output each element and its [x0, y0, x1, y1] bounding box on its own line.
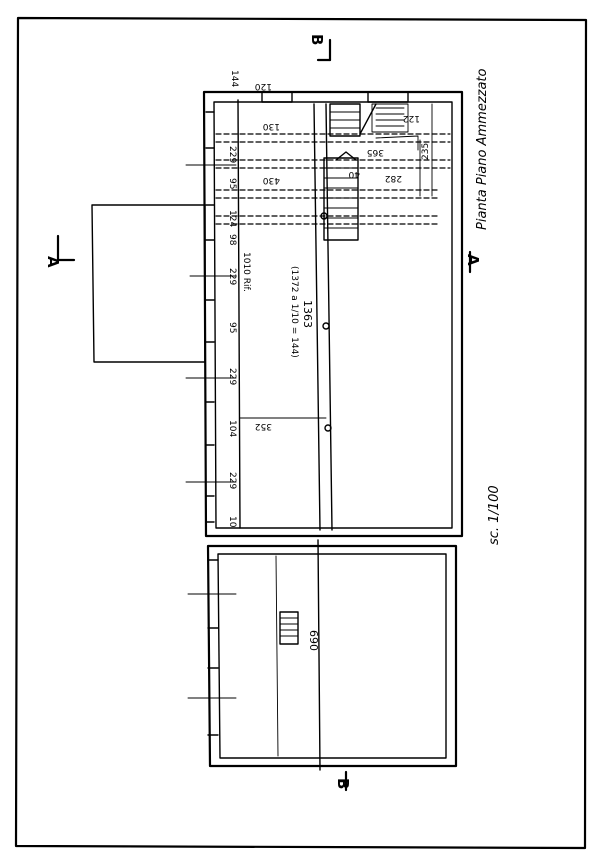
dim-text: 282	[385, 173, 402, 183]
dim-text: 95	[227, 178, 237, 189]
left-windows	[205, 111, 219, 736]
top-window	[261, 91, 293, 103]
lower-wall-inner	[217, 553, 447, 759]
dim-text: 40	[348, 169, 360, 179]
drawing-title: Pianta Piano Ammezzato	[475, 68, 490, 230]
main-stair	[323, 151, 359, 241]
dim-text: 104	[227, 420, 237, 437]
section-b-top-mark	[316, 38, 332, 62]
dim-text: 690	[307, 630, 320, 651]
dim-text: 124	[227, 210, 237, 227]
lower-wall-outer	[206, 544, 458, 768]
dim-365-bracket	[375, 135, 419, 151]
section-a-top-label: A	[44, 256, 62, 268]
lower-dim-line	[317, 539, 321, 771]
section-a-top-mark	[56, 234, 76, 262]
lower-stair	[279, 611, 299, 645]
dim-text: 235	[421, 143, 431, 160]
section-b-top-label: B	[308, 34, 326, 45]
dim-text: 98	[227, 234, 237, 246]
dim-line-center	[313, 103, 321, 531]
dim-node	[322, 322, 330, 330]
dim-text: 430	[263, 175, 280, 185]
drawing-scale: sc. 1/100	[487, 485, 502, 545]
dim-text: 1363	[301, 300, 314, 328]
dim-text: 229	[227, 368, 237, 385]
dim-text: 120	[255, 81, 272, 91]
dim-text: 1010 Rif.	[241, 252, 251, 292]
top-window-2	[367, 91, 409, 103]
dim-text: 229	[227, 472, 237, 489]
dim-text: 10	[227, 516, 237, 528]
dim-node	[324, 424, 332, 432]
dim-line-center-2	[325, 103, 333, 531]
section-b-bottom-label: B	[334, 778, 352, 789]
dim-line-left	[237, 99, 241, 529]
lower-partition	[275, 555, 279, 757]
dim-text: 365	[367, 147, 384, 157]
dim-text: 95	[227, 322, 237, 333]
dim-text: 122	[403, 113, 420, 123]
section-a-bottom-label: A	[464, 254, 482, 266]
leader-lines	[185, 164, 237, 699]
main-wall-inner	[213, 101, 453, 529]
dim-text: 144	[229, 70, 239, 87]
annex-outline	[91, 204, 206, 363]
dim-text: 352	[255, 421, 272, 431]
dim-text: 130	[263, 121, 280, 131]
sheet-border	[14, 16, 588, 850]
beam-lines	[215, 133, 451, 225]
upper-stair	[329, 103, 409, 137]
dim-text: (1372 a 1/10 = 144)	[289, 266, 299, 358]
dim-text: 229	[227, 146, 237, 163]
dim-text: 229	[227, 268, 237, 285]
